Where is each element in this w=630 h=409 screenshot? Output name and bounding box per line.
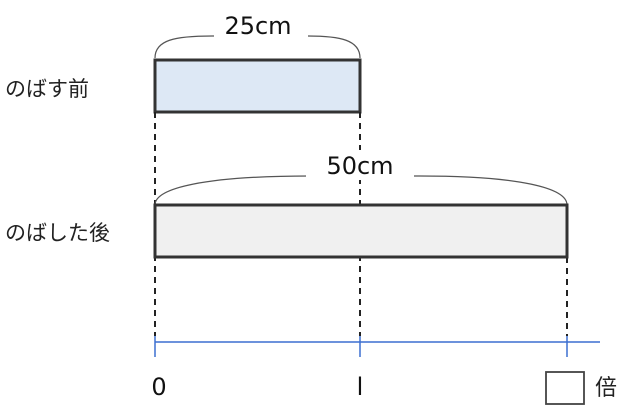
after-measure-mask	[306, 150, 414, 180]
after-label: のばした後	[5, 221, 110, 245]
tick-label-zero: 0	[151, 373, 166, 401]
unit-label: 倍	[595, 376, 617, 401]
after-measure: 50cm	[326, 152, 393, 180]
before-measure-mask	[214, 12, 308, 40]
before-bar	[153, 58, 362, 114]
answer-box[interactable]	[545, 371, 585, 405]
before-measure: 25cm	[224, 12, 291, 40]
before-label: のばす前	[5, 77, 89, 101]
after-bar	[153, 203, 569, 259]
tick-label-one: l	[357, 373, 364, 401]
